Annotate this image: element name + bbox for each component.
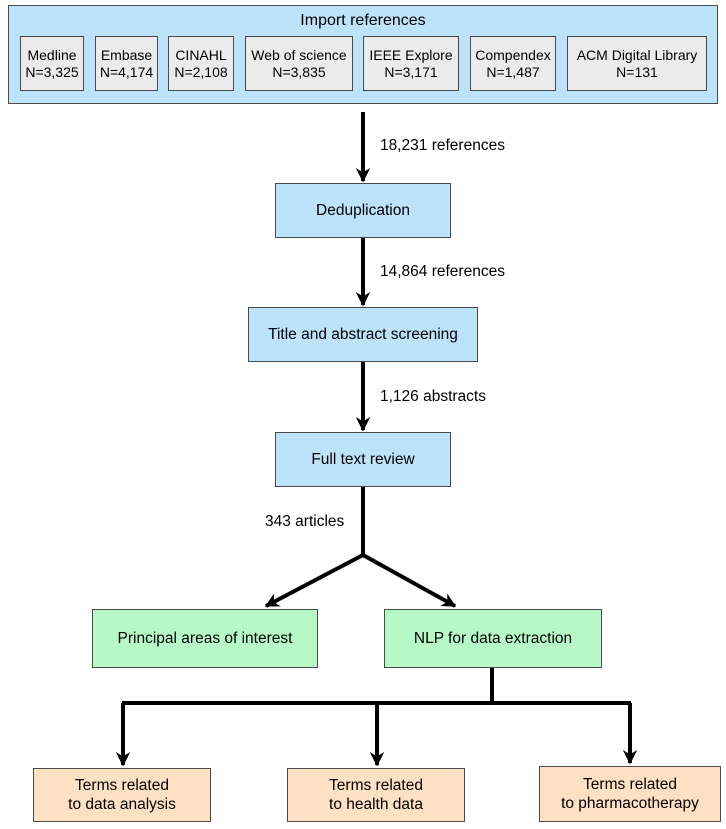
arrow-to-nlp [362,553,457,608]
source-name: Embase [100,46,153,63]
terms-line-2: to health data [329,796,423,813]
source-ieee-explore: IEEE Explore N=3,171 [363,36,459,91]
step-title-abstract-screening: Title and abstract screening [248,307,478,362]
source-count: N=131 [616,63,658,80]
import-references-title: Import references [300,12,426,29]
terms-line-1: Terms related [329,777,423,794]
source-name: Compendex [475,46,551,63]
terms-pharmacotherapy: Terms related to pharmacotherapy [539,766,721,822]
source-compendex: Compendex N=1,487 [470,36,556,91]
source-name: Medline [27,46,77,63]
terms-line-1: Terms related [583,776,677,793]
outcome-principal-areas: Principal areas of interest [92,609,318,668]
terms-line-1: Terms related [75,777,169,794]
terms-line-2: to data analysis [68,796,176,813]
terms-health-data: Terms related to health data [287,768,465,822]
step-full-text-review: Full text review [275,432,451,487]
source-name: Web of science [251,46,347,63]
source-medline: Medline N=3,325 [20,36,84,91]
step-deduplication: Deduplication [275,183,451,238]
source-name: CINAHL [175,46,227,63]
source-embase: Embase N=4,174 [95,36,158,91]
label-references-dedup: 14,864 references [380,263,505,280]
source-count: N=3,835 [272,63,326,80]
source-acm-digital-library: ACM Digital Library N=131 [567,36,707,91]
arrow-to-principal [264,553,364,608]
source-count: N=3,325 [25,63,79,80]
label-abstracts: 1,126 abstracts [380,388,486,405]
source-count: N=1,487 [486,63,540,80]
source-count: N=3,171 [384,63,438,80]
source-count: N=4,174 [99,63,154,80]
terms-line-2: to pharmacotherapy [561,795,699,812]
source-web-of-science: Web of science N=3,835 [245,36,353,91]
source-cinahl: CINAHL N=2,108 [168,36,234,91]
label-articles: 343 articles [265,513,345,530]
outcome-nlp-data-extraction: NLP for data extraction [384,609,602,668]
source-name: ACM Digital Library [576,46,698,63]
terms-data-analysis: Terms related to data analysis [33,768,211,822]
source-name: IEEE Explore [369,46,453,63]
label-references-total: 18,231 references [380,137,505,154]
source-count: N=2,108 [174,63,228,80]
